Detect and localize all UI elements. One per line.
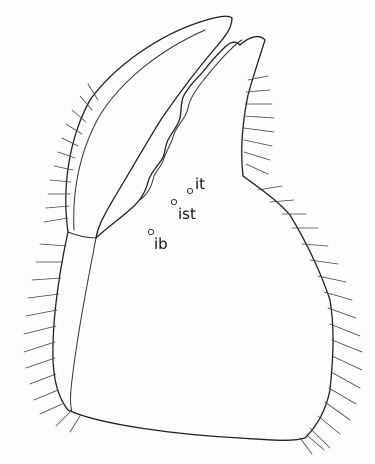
seta-right [318,416,340,434]
seta-right [244,152,270,160]
fixed-finger-inner-edge [140,40,242,200]
seta-right [310,428,330,448]
seta-left [28,294,59,298]
palm-inner-line [71,238,97,412]
seta-left [66,124,82,134]
seta-right [329,388,356,404]
trichobothrium-ib [148,229,153,234]
seta-right [248,76,268,80]
seta-right [244,128,274,132]
seta-left [30,374,56,384]
seta-right [302,244,328,246]
setae-group [24,76,362,454]
seta-left [62,138,78,146]
seta-left [54,166,73,170]
label-ist: ist [178,205,196,223]
seta-right [332,340,362,352]
seta-right [246,164,268,174]
seta-right [258,186,282,190]
seta-right [244,116,274,118]
seta-left [32,278,61,280]
label-it: it [195,175,205,193]
seta-left [40,244,66,246]
seta-right [325,402,350,420]
seta-right [270,200,294,202]
seta-left [26,310,57,316]
seta-right [332,356,362,370]
seta-left [50,180,71,182]
seta-left [58,152,75,158]
seta-left [40,404,62,414]
finger-joint-line [68,232,96,238]
fixed-finger-outline [96,42,240,238]
seta-bottom [300,438,312,454]
seta-right [310,260,338,264]
seta-right [330,324,360,336]
seta-left [34,390,58,400]
seta-bottom [56,412,70,426]
seta-bottom [308,436,324,450]
movable-finger-outline [66,16,232,238]
seta-left [44,218,68,222]
trichobothrium-ist [171,199,176,204]
seta-left [24,326,56,334]
seta-right [244,140,272,146]
trichobothrium-it [187,188,192,193]
seta-bottom [70,416,80,432]
label-ib: ib [154,235,168,253]
seta-left [24,342,55,352]
seta-right [331,372,360,388]
seta-left [26,358,55,368]
